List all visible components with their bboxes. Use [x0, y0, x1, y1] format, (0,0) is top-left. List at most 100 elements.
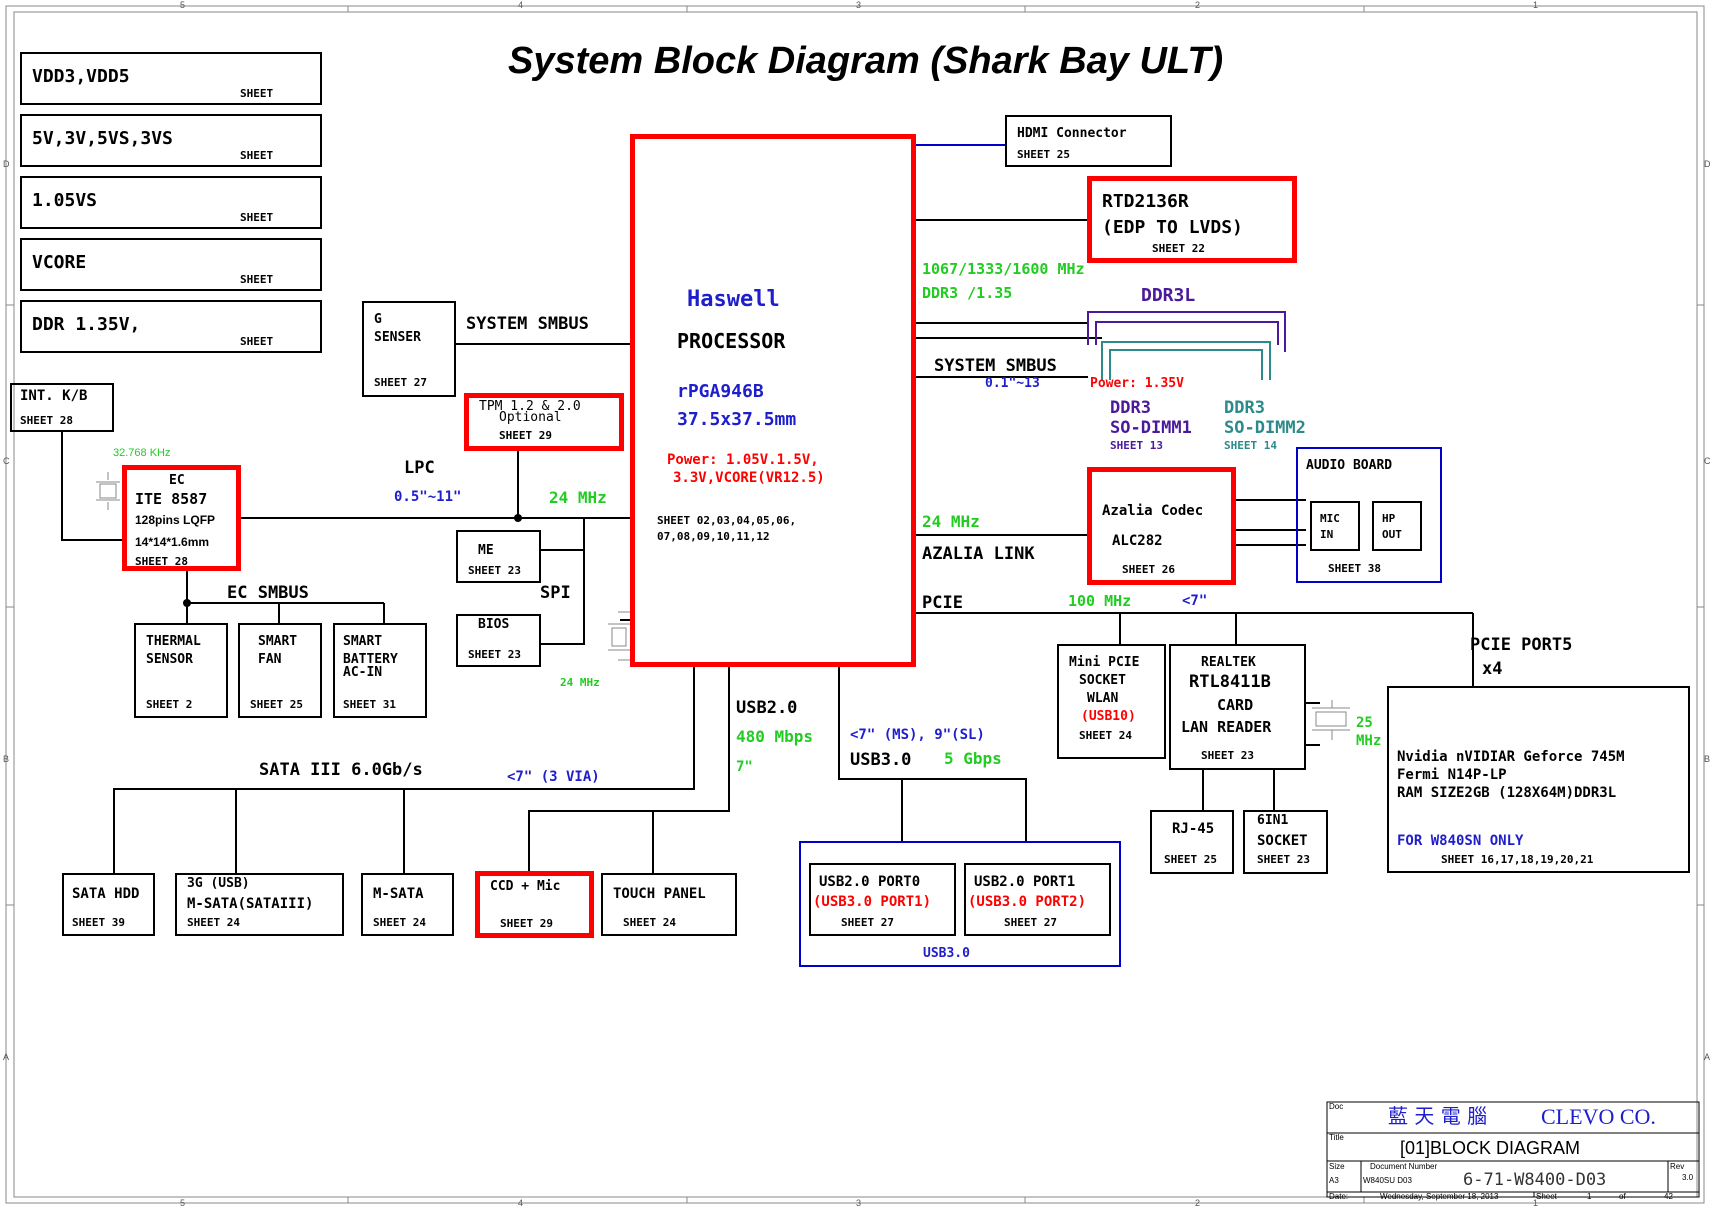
smart-fan-block: SMART FAN SHEET 25 [238, 623, 322, 718]
frame-mark: 5 [180, 0, 186, 10]
diagram-title: System Block Diagram (Shark Bay ULT) [508, 40, 1224, 82]
sata-length: <7" (3 VIA) [507, 769, 600, 785]
tb-company: CLEVO CO. [1541, 1104, 1656, 1129]
dimm1-label-a: DDR3 [1110, 398, 1151, 418]
frame-mark: 4 [518, 0, 524, 10]
ec-block: EC ITE 8587 128pins LQFP 14*14*1.6mm SHE… [122, 465, 241, 571]
tb-rev-label: Rev [1670, 1162, 1685, 1171]
pcie-port5-width: x4 [1482, 659, 1503, 679]
frame-mark: 1 [1533, 1198, 1539, 1208]
bios-block: BIOS SHEET 23 [456, 614, 541, 667]
usb-port0-block[interactable]: USB2.0 PORT0 (USB3.0 PORT1) SHEET 27 [809, 863, 956, 936]
crystal-25m-label-b: MHz [1356, 733, 1382, 749]
dimm1-label-b: SO-DIMM1 [1110, 418, 1192, 438]
processor-block: Haswell PROCESSOR rPGA946B 37.5x37.5mm P… [630, 134, 916, 667]
azalia-link-label: AZALIA LINK [922, 544, 1035, 564]
pcie-label: PCIE [922, 593, 963, 613]
tb-doc-label: Doc [1329, 1102, 1344, 1111]
frame-mark: 2 [1195, 0, 1201, 10]
lpc-length: 0.5"~11" [394, 489, 462, 505]
lpc-junction [514, 514, 522, 522]
usb2-length: 7" [736, 759, 753, 775]
mini-pcie-block: Mini PCIE SOCKET WLAN (USB10) SHEET 24 [1057, 644, 1166, 759]
crystal-25m-label-a: 25 [1356, 715, 1373, 731]
frame-mark: A [1704, 1052, 1711, 1062]
nvidia-gpu-block: Nvidia nVIDIAR Geforce 745M Fermi N14P-L… [1387, 686, 1690, 873]
tb-sheet-label: Sheet [1536, 1192, 1557, 1201]
frame-mark: 4 [518, 1198, 524, 1208]
tb-size: A3 [1329, 1176, 1339, 1185]
ddr-power: Power: 1.35V [1090, 376, 1184, 391]
frame-mark: 2 [1195, 1198, 1201, 1208]
frame-mark: D [1704, 159, 1711, 169]
usb2-label: USB2.0 [736, 698, 798, 718]
frame-mark: A [3, 1052, 10, 1062]
sata-label: SATA III 6.0Gb/s [259, 760, 423, 780]
sixin1-socket-block: 6IN1 SOCKET SHEET 23 [1243, 810, 1328, 874]
power-sheet-vdd: VDD3,VDD5 SHEET [20, 52, 322, 105]
system-smbus-label: SYSTEM SMBUS [466, 314, 589, 334]
azalia-freq: 24 MHz [922, 512, 980, 531]
touch-panel-block: TOUCH PANEL SHEET 24 [601, 873, 737, 936]
frame-mark: C [1704, 456, 1711, 466]
dimm2-sheet: SHEET 14 [1224, 439, 1277, 452]
usb3-group: USB3.0 [799, 841, 1121, 967]
ec-smbus-label: EC SMBUS [227, 583, 309, 603]
usb2-speed: 480 Mbps [736, 727, 814, 746]
tb-docnum-label: Document Number [1370, 1162, 1438, 1171]
ddr-type: DDR3 /1.35 [922, 284, 1013, 302]
keyboard-block: INT. K/B SHEET 28 [10, 383, 114, 432]
audio-board-block: AUDIO BOARD MIC IN HP OUT SHEET 38 [1296, 447, 1442, 583]
hp-out-jack: HP OUT [1372, 501, 1422, 551]
frame-mark: 3 [856, 0, 862, 10]
pcie-port5-label: PCIE PORT5 [1470, 635, 1573, 655]
frame-mark: C [3, 456, 10, 466]
dimm2-bracket [1101, 341, 1271, 380]
lpc-freq: 24 MHz [549, 488, 607, 507]
ccd-mic-block: CCD + Mic SHEET 29 [475, 871, 594, 938]
frame-mark: 3 [856, 1198, 862, 1208]
msata-block: M-SATA SHEET 24 [361, 873, 454, 936]
tb-part-number: 6-71-W8400-D03 [1463, 1170, 1607, 1190]
pcie-length: <7" [1182, 593, 1208, 609]
ddr3l-label: DDR3L [1141, 285, 1196, 306]
frame-mark: D [3, 159, 10, 169]
power-sheet-ddr: DDR 1.35V, SHEET [20, 300, 322, 353]
frame-mark: 1 [1533, 0, 1539, 10]
tb-company-cn: 藍 天 電 腦 [1388, 1104, 1488, 1128]
inner-frame [13, 11, 1698, 1198]
ddr-smbus-length: 0.1"~13 [985, 376, 1040, 391]
dimm2-label-a: DDR3 [1224, 398, 1265, 418]
system-smbus-ddr: SYSTEM SMBUS [934, 356, 1057, 376]
tb-date-label: Date: [1329, 1192, 1349, 1201]
mic-in-jack: MIC IN [1310, 501, 1360, 551]
lpc-label: LPC [404, 458, 435, 478]
smart-battery-block: SMART BATTERY AC-IN SHEET 31 [333, 623, 427, 718]
spi-freq: 24 MHz [560, 676, 600, 689]
tb-rev: 3.0 [1682, 1173, 1694, 1182]
tpm-block: TPM 1.2 & 2.0 Optional SHEET 29 [464, 393, 624, 451]
smbus-junction [183, 599, 191, 607]
crystal-25m [1312, 700, 1350, 740]
ddr-speed: 1067/1333/1600 MHz [922, 260, 1085, 278]
thermal-sensor-block: THERMAL SENSOR SHEET 2 [134, 623, 228, 718]
dimm1-bracket [1087, 311, 1286, 352]
sata-hdd-block: SATA HDD SHEET 39 [62, 873, 155, 936]
pcie-freq: 100 MHz [1068, 592, 1132, 610]
me-block: ME SHEET 23 [456, 530, 541, 583]
rj45-block: RJ-45 SHEET 25 [1150, 810, 1234, 874]
frame-mark: B [3, 754, 10, 764]
dimm1-sheet: SHEET 13 [1110, 439, 1163, 452]
power-sheet-vcore: VCORE SHEET [20, 238, 322, 291]
g-sensor-block: G SENSER SHEET 27 [362, 301, 456, 397]
azalia-codec-block: Azalia Codec ALC282 SHEET 26 [1087, 467, 1236, 585]
frame-mark: B [1704, 754, 1711, 764]
rtd2136r-block: RTD2136R (EDP TO LVDS) SHEET 22 [1087, 176, 1297, 263]
power-sheet-105vs: 1.05VS SHEET [20, 176, 322, 229]
tb-size-label: Size [1329, 1162, 1345, 1171]
realtek-card-reader-block: REALTEK RTL8411B CARD LAN READER SHEET 2… [1169, 644, 1306, 770]
usb3-speed: 5 Gbps [944, 749, 1002, 768]
spi-label: SPI [540, 583, 571, 603]
hdmi-connector-block: HDMI Connector SHEET 25 [1005, 115, 1172, 167]
usb-port1-block[interactable]: USB2.0 PORT1 (USB3.0 PORT2) SHEET 27 [964, 863, 1111, 936]
